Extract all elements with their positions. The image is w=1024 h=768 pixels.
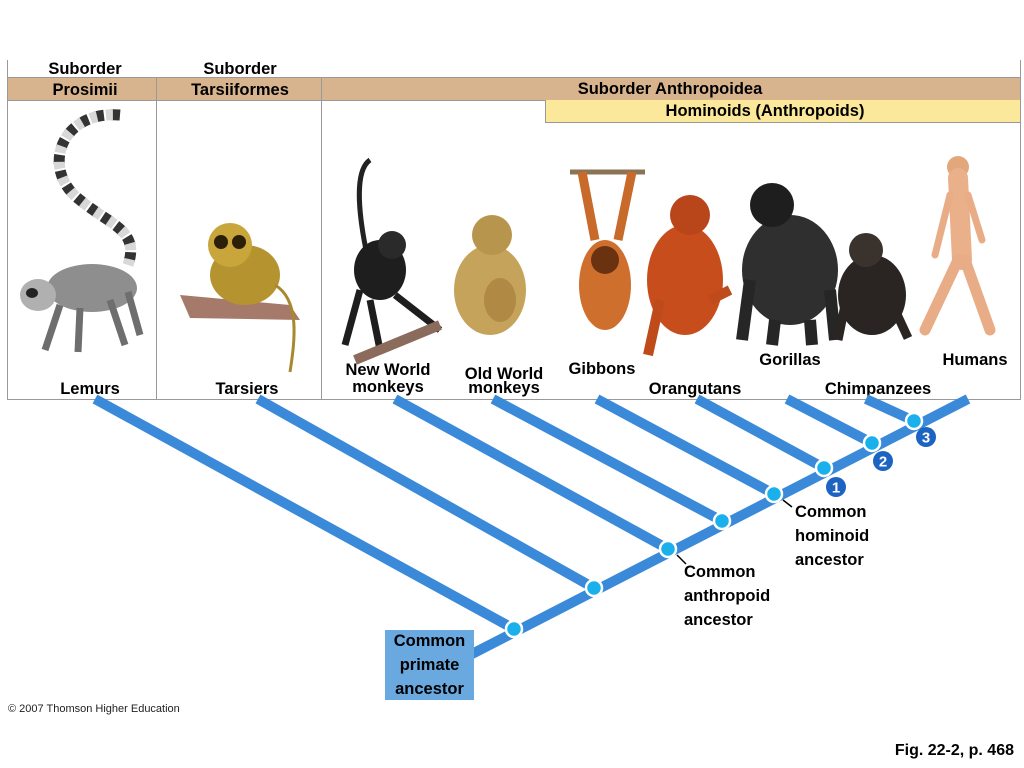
node-2 [862, 433, 882, 453]
old-world-monkey-illustration [454, 215, 526, 335]
primate-ancestor-box [385, 630, 474, 700]
marker-3-text: 3 [922, 430, 930, 447]
panel-right-edge [1020, 60, 1021, 399]
anthropoid-ancestor-line3: ancestor [684, 611, 753, 629]
leader-hominoid [782, 499, 793, 508]
node-primate [504, 619, 524, 639]
suborder-header-band [7, 78, 1020, 100]
primate-ancestor-line1: Common [393, 632, 466, 650]
chimpanzee-illustration [833, 233, 913, 341]
spider-monkey-illustration [341, 157, 443, 365]
branch-orangutans [694, 394, 827, 473]
panel-bottom-line [7, 399, 1021, 400]
node-monkey-split [712, 511, 732, 531]
lemur-illustration [20, 109, 144, 353]
gorilla-illustration [736, 183, 841, 346]
branch-lemurs [92, 394, 517, 634]
label-old-world-line2: monkeys [468, 379, 540, 397]
suborder-anthropoidea: Suborder Anthropoidea [577, 80, 763, 98]
branch-new-world [392, 394, 671, 554]
figure-reference: Fig. 22-2, p. 468 [894, 742, 1014, 759]
branch-gibbons [594, 394, 777, 499]
node-hominoid [764, 484, 784, 504]
label-humans: Humans [942, 351, 1008, 369]
hominoid-ancestor-line3: ancestor [795, 551, 864, 569]
header-top-line [7, 77, 1020, 78]
label-lemurs: Lemurs [60, 380, 120, 398]
hominoid-band-label: Hominoids (Anthropoids) [665, 102, 865, 120]
label-new-world-line1: New World [345, 361, 431, 379]
animal-illustrations [20, 109, 996, 373]
node-3 [904, 411, 924, 431]
marker-2-text: 2 [879, 454, 887, 471]
marker-3: 3 [916, 427, 936, 447]
copyright: © 2007 Thomson Higher Education [8, 703, 180, 715]
label-chimpanzees: Chimpanzees [824, 380, 932, 398]
column-divider-1 [156, 78, 157, 399]
hominoid-ancestor-line2: hominoid [795, 527, 870, 545]
label-gorillas: Gorillas [759, 351, 821, 369]
gibbon-illustration [570, 169, 645, 330]
suborder-prosimii-line2: Prosimii [52, 81, 118, 99]
human-illustration [919, 156, 996, 336]
marker-2: 2 [873, 451, 893, 471]
orangutan-illustration [643, 195, 733, 357]
node-1 [814, 458, 834, 478]
label-new-world-line2: monkeys [352, 378, 424, 396]
suborder-tarsiiformes-line2: Tarsiiformes [191, 81, 289, 99]
hominoid-ancestor-line1: Common [795, 503, 867, 521]
branch-tarsiers [255, 394, 597, 593]
hominoid-band [545, 100, 1021, 123]
column-divider-2 [321, 78, 322, 399]
primate-ancestor-line3: ancestor [395, 680, 464, 698]
label-orangutans: Orangutans [648, 380, 742, 398]
primate-ancestor-line2: primate [399, 656, 460, 674]
marker-1: 1 [826, 477, 846, 497]
panel-left-edge [7, 60, 8, 399]
node-tarsier-split [584, 578, 604, 598]
tarsier-illustration [180, 223, 300, 373]
branch-gorillas [784, 394, 875, 448]
label-gibbons: Gibbons [568, 360, 636, 378]
leader-anthropoid [676, 554, 687, 565]
suborder-prosimii-line1: Suborder [48, 60, 122, 78]
node-anthropoid [658, 539, 678, 559]
suborder-tarsiiformes-line1: Suborder [203, 60, 277, 78]
label-old-world-line1: Old World [464, 365, 544, 383]
branch-old-world [490, 394, 725, 526]
anthropoid-ancestor-line1: Common [684, 563, 756, 581]
marker-1-text: 1 [832, 480, 840, 497]
header-bottom-line [7, 100, 1020, 101]
anthropoid-ancestor-line2: anthropoid [684, 587, 771, 605]
label-tarsiers: Tarsiers [215, 380, 279, 398]
